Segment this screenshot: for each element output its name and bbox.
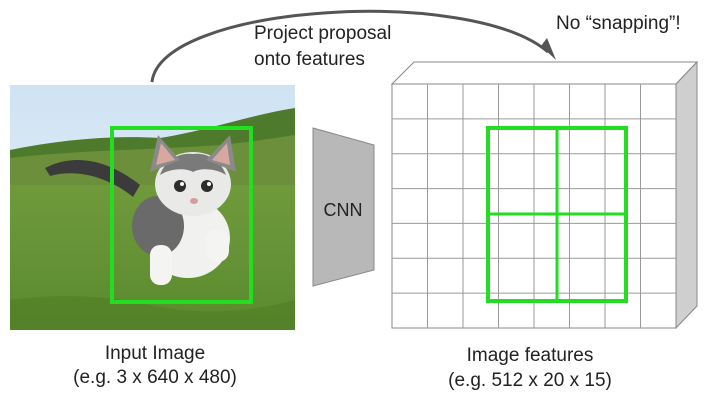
no-snapping-label: No “snapping”!: [556, 13, 681, 34]
cnn-label: CNN: [323, 200, 363, 220]
arrow-label-line-2: onto features: [254, 49, 365, 70]
input-image-label: Input Image: [104, 343, 206, 364]
feature-map-top-face: [390, 61, 699, 85]
feature-map: [390, 60, 699, 330]
input-image: [10, 85, 295, 330]
arrow-label-line-1: Project proposal: [254, 23, 392, 44]
projection-arrow: [150, 9, 549, 83]
feature-map-side-face: [675, 60, 698, 330]
image-features-label: Image features: [466, 345, 594, 366]
region-proposal-box: [110, 126, 253, 304]
feature-grid: [392, 84, 676, 328]
cnn-block: [312, 127, 375, 287]
projection-arrow-head: [541, 38, 556, 60]
input-image-dims: (e.g. 3 x 640 x 480): [73, 367, 237, 388]
image-features-dims: (e.g. 512 x 20 x 15): [448, 370, 612, 391]
